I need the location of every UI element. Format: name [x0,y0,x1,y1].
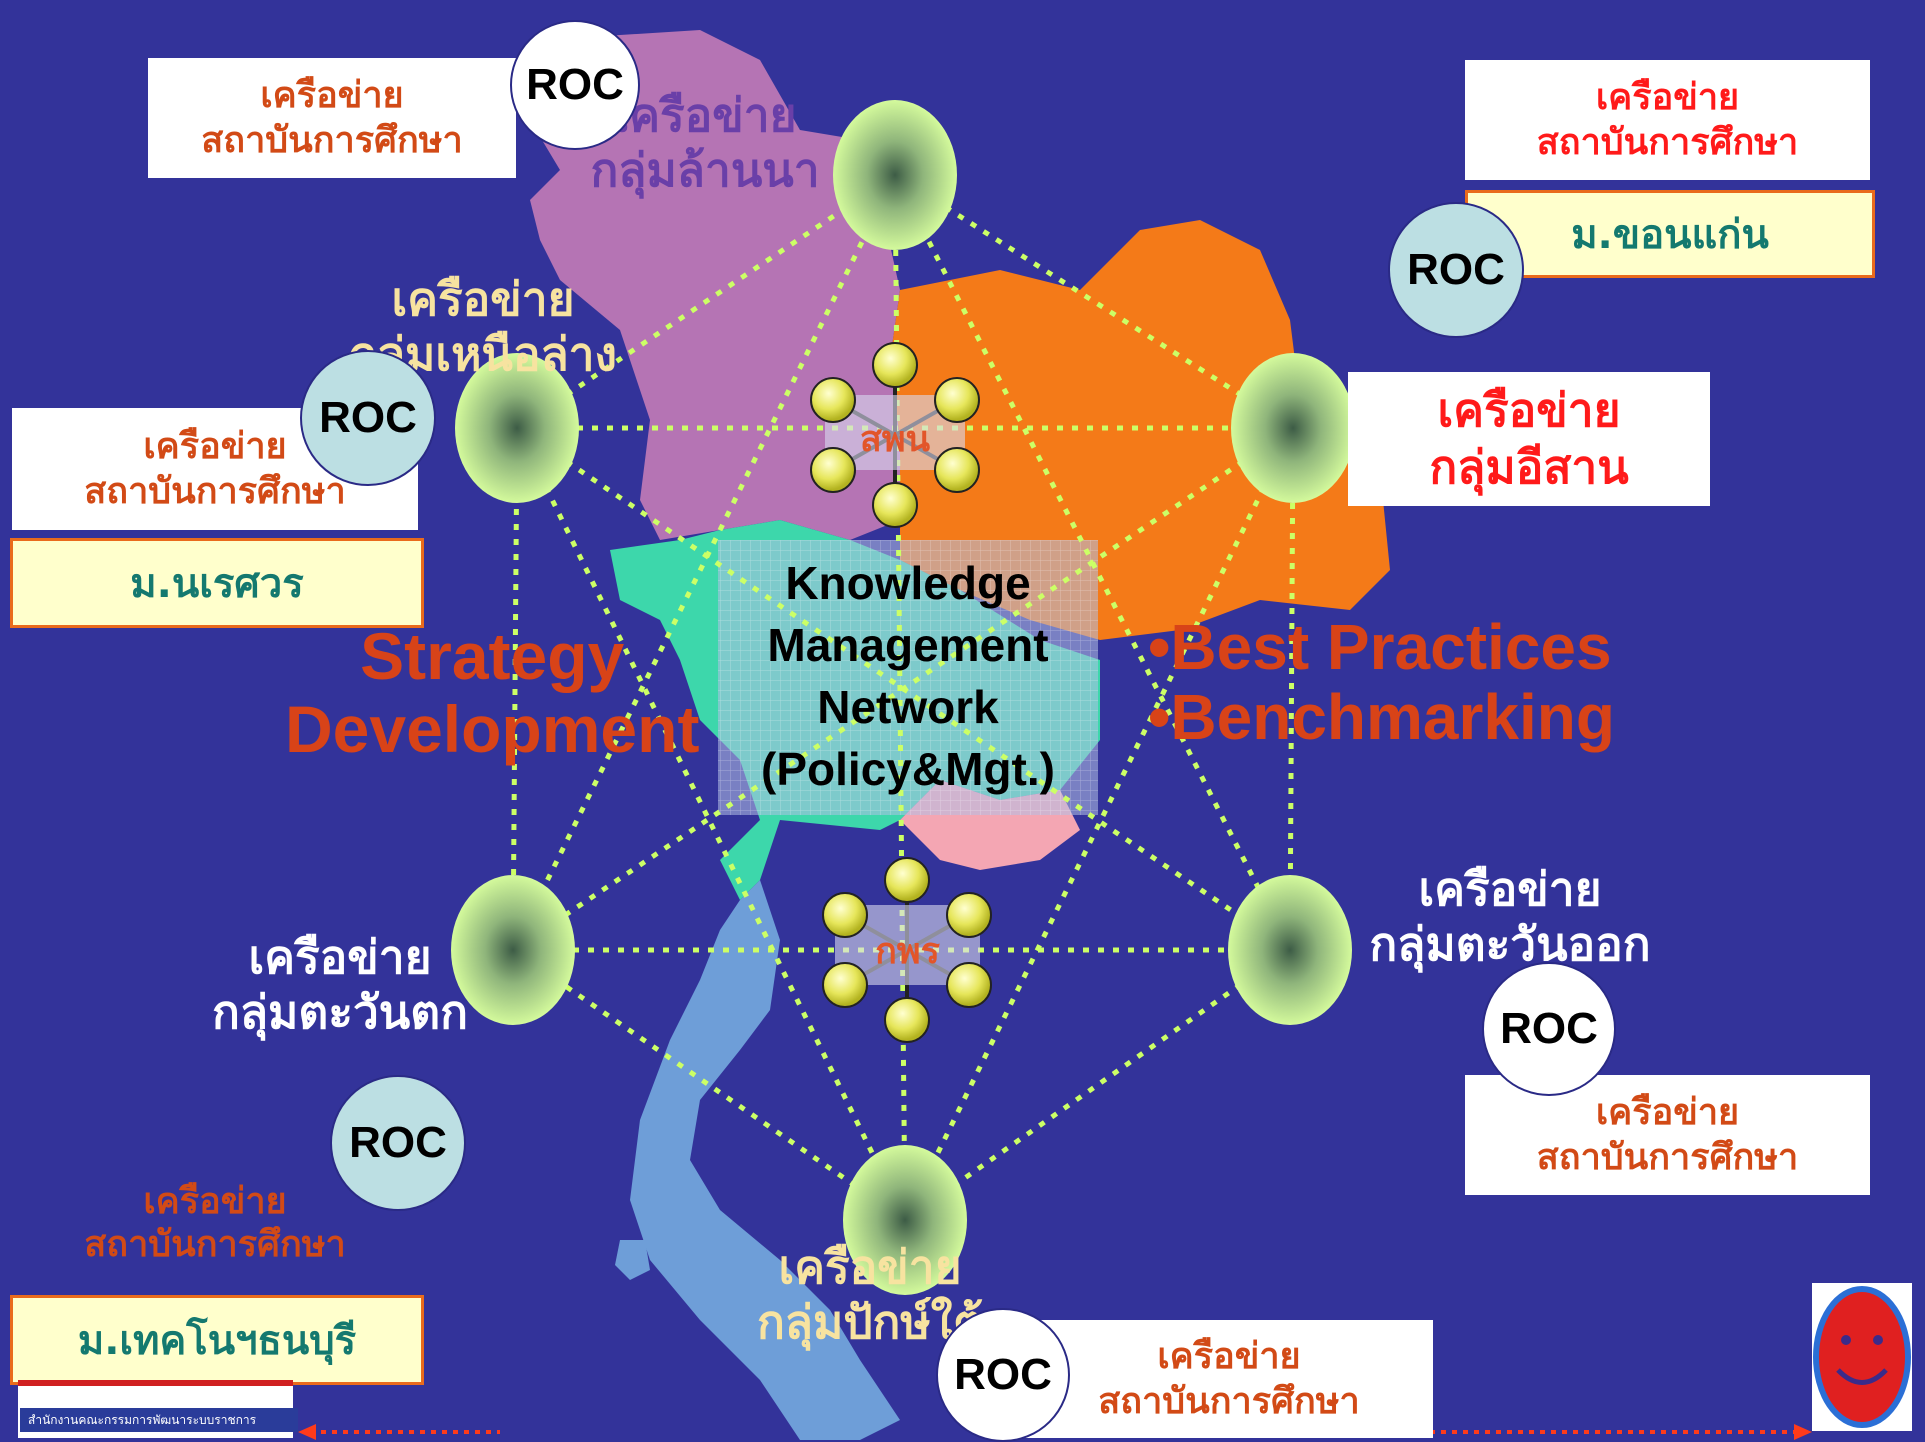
institution-text-bottom-left: เครือข่าย สถาบันการศึกษา [40,1180,390,1266]
roc-circle-right-lower: ROC [1482,962,1616,1096]
roc-circle-mid-left: ROC [300,350,436,486]
inst-bc-line-1: เครือข่าย [1157,1336,1301,1377]
km-line-2: Management [767,619,1049,672]
institution-box-right-lower: เครือข่าย สถาบันการศึกษา [1465,1075,1870,1195]
label-lanna: เครือข่าย กลุ่มล้านนา [560,88,850,198]
node-isan [1231,353,1355,503]
node-lanna [833,100,957,250]
label-east: เครือข่าย กลุ่มตะวันออก [1340,862,1680,972]
hub-bottom-molecule [822,857,992,1043]
west-line-2: กลุ่มตะวันตก [212,985,468,1040]
south-line-1: เครือข่าย [778,1240,962,1294]
hub-bottom-label: กพร [875,931,940,972]
hub-top-label: สพน [859,419,931,460]
isan-line-2: กลุ่มอีสาน [1429,440,1629,494]
region-north [530,30,900,540]
inst-ml-line-1: เครือข่าย [143,426,287,467]
lanna-line-1: เครือข่าย [613,88,797,142]
footer-caption: สำนักงานคณะกรรมการพัฒนาระบบราชการ [20,1408,298,1432]
node-lower-north [455,353,579,503]
best-practices-text: •Best Practices •Benchmarking [1148,612,1615,753]
inst-rl-line-2: สถาบันการศึกษา [1536,1137,1799,1178]
institution-box-top-left: เครือข่าย สถาบันการศึกษา [148,58,516,178]
inst-rl-line-1: เครือข่าย [1595,1092,1740,1133]
institution-box-bottom-center: เครือข่าย สถาบันการศึกษา [1025,1320,1433,1438]
center-knowledge-text: Knowledge Management Network (Policy&Mgt… [718,552,1098,800]
region-south-island [615,1240,650,1280]
inst-tr-line-1: เครือข่าย [1595,77,1740,118]
east-line-2: กลุ่มตะวันออก [1369,917,1651,972]
node-south [843,1145,967,1295]
inst-bl-line-2: สถาบันการศึกษา [84,1224,346,1266]
region-south [630,880,900,1440]
arrow-left-head [298,1424,316,1440]
university-naresuan: ม.นเรศวร [10,538,424,628]
institution-box-top-right: เครือข่าย สถาบันการศึกษา [1465,60,1870,180]
isan-line-1: เครือข่าย [1437,382,1621,437]
development-line: Development [285,691,700,766]
roc-circle-top-left: ROC [510,20,640,150]
roc-circle-top-right: ROC [1388,202,1524,338]
best-practices-line: •Best Practices [1148,611,1612,683]
inst-tr-line-2: สถาบันการศึกษา [1536,122,1799,163]
university-khon-kaen: ม.ขอนแก่น [1465,190,1875,278]
inst-bc-line-2: สถาบันการศึกษา [1098,1381,1360,1422]
benchmarking-line: •Benchmarking [1148,681,1615,754]
node-west [451,875,575,1025]
region-northeast [890,220,1390,640]
inst-bl-line-1: เครือข่าย [143,1181,287,1222]
km-line-4: (Policy&Mgt.) [761,743,1055,796]
roc-circle-bottom-left: ROC [330,1075,466,1211]
label-south: เครือข่าย กลุ่มปักษ์ใต้ [725,1240,1015,1350]
km-line-1: Knowledge [785,557,1031,609]
label-west: เครือข่าย กลุ่มตะวันตก [185,930,495,1040]
lanna-line-2: กลุ่มล้านนา [590,143,820,198]
network-links [510,172,1296,1223]
arrow-right-head [1794,1424,1812,1440]
inst-ml-line-2: สถาบันการศึกษา [84,471,346,512]
node-east [1228,875,1352,1025]
inst-tl-line-2: สถาบันการศึกษา [201,120,463,161]
strategy-line: Strategy [360,619,625,693]
km-line-3: Network [817,681,999,734]
roc-circle-bottom-center: ROC [936,1308,1070,1442]
strategy-development-text: Strategy Development [285,620,699,765]
smile-logo [1812,1283,1912,1431]
west-line-1: เครือข่าย [248,930,432,984]
isan-network-box: เครือข่าย กลุ่มอีสาน [1348,372,1710,506]
east-line-1: เครือข่าย [1418,862,1602,916]
hub-top-molecule [810,342,980,528]
inst-tl-line-1: เครือข่าย [260,75,404,116]
lower-north-line-1: เครือข่าย [391,272,575,326]
university-kmutt: ม.เทคโนฯธนบุรี [10,1295,424,1385]
